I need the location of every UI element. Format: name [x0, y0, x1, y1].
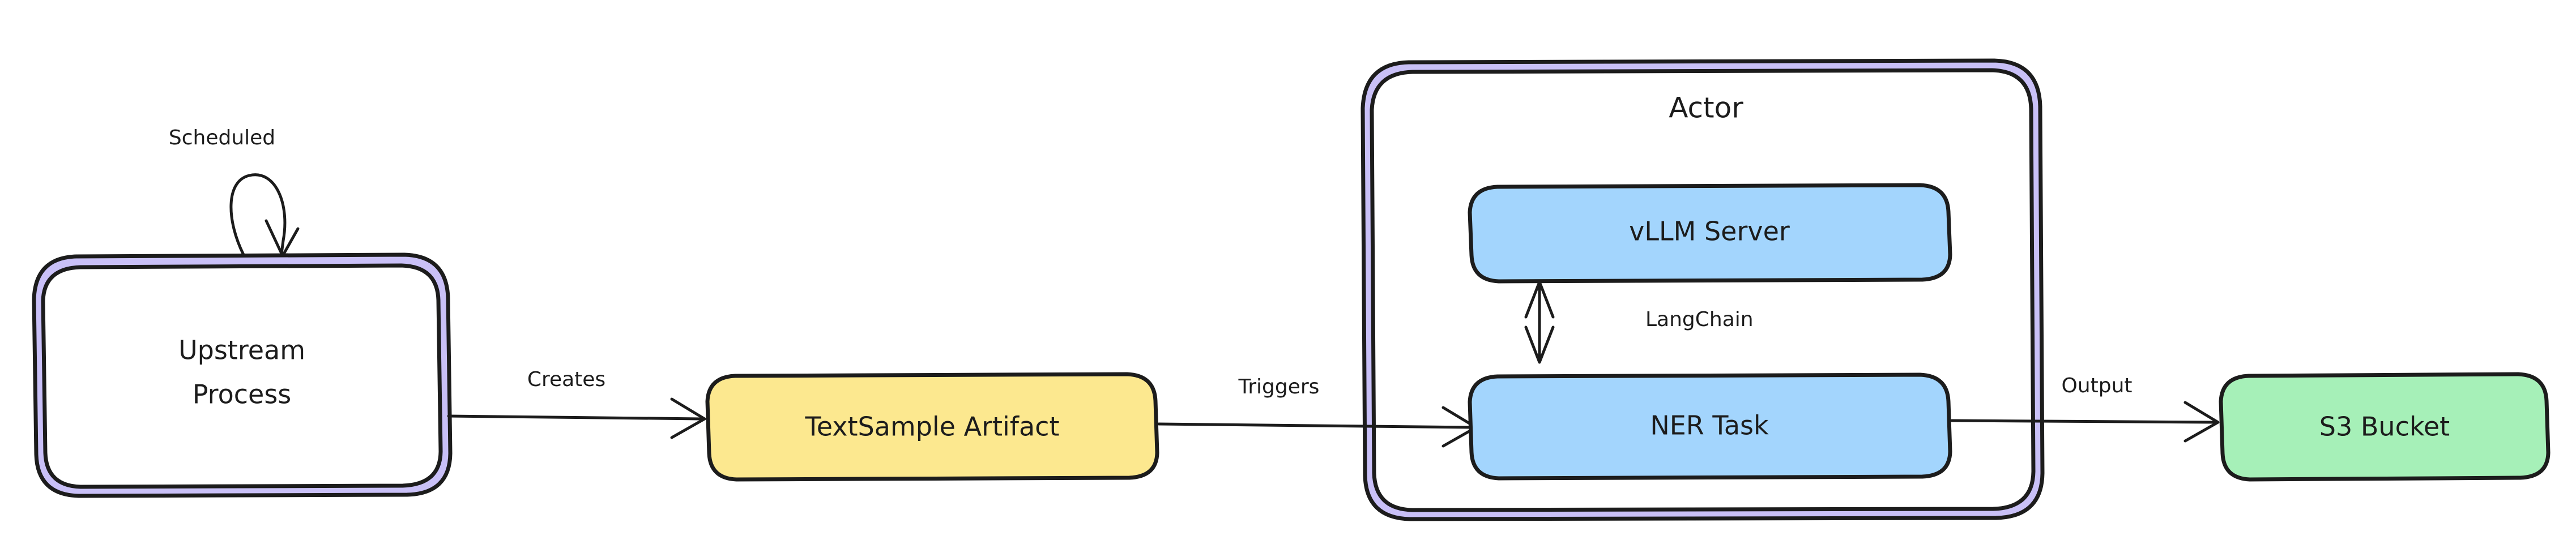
node-artifact-shape — [705, 372, 1159, 482]
edge-langchain-label: LangChain — [1645, 308, 1754, 331]
edge-langchain-arrowhead-down — [1524, 325, 1555, 364]
node-s3-label: S3 Bucket — [2319, 412, 2450, 442]
edge-triggers-label: Triggers — [1238, 375, 1320, 399]
node-vllm-server[interactable]: vLLM Server — [1468, 183, 1952, 284]
cluster-actor-purple-band — [1363, 61, 2042, 519]
node-ner-shape — [1468, 372, 1952, 481]
node-textsample-artifact[interactable]: TextSample Artifact — [705, 372, 1159, 482]
node-upstream-purple-band — [34, 255, 450, 496]
edge-output-label: Output — [2061, 374, 2132, 397]
node-s3-bucket[interactable]: S3 Bucket — [2219, 372, 2551, 482]
node-upstream-label-line2: Process — [193, 379, 292, 410]
cluster-actor-outer-stroke — [1360, 58, 2045, 521]
edge-langchain[interactable]: LangChain — [1524, 280, 1754, 364]
edge-creates-label: Creates — [527, 368, 605, 391]
edge-langchain-arrowhead-up — [1524, 280, 1555, 319]
edge-output-path — [1950, 419, 2216, 424]
node-vllm-shape — [1468, 183, 1952, 284]
edge-creates[interactable]: Creates — [447, 368, 706, 439]
node-upstream-outer-stroke — [32, 252, 453, 498]
edge-scheduled-label: Scheduled — [169, 126, 275, 149]
edge-creates-path — [447, 414, 703, 421]
edge-scheduled-path — [229, 173, 287, 256]
node-artifact-label: TextSample Artifact — [804, 412, 1059, 442]
cluster-actor-title: Actor — [1669, 92, 1743, 125]
edge-scheduled[interactable]: Scheduled — [169, 126, 300, 258]
node-vllm-label: vLLM Server — [1629, 216, 1790, 247]
node-ner-task[interactable]: NER Task — [1468, 372, 1952, 481]
node-upstream-label-line1: Upstream — [178, 335, 305, 366]
node-upstream-process[interactable]: Upstream Process — [32, 252, 453, 498]
edge-triggers[interactable]: Triggers — [1157, 375, 1478, 448]
edge-triggers-path — [1157, 422, 1474, 429]
edge-output-arrowhead — [2183, 401, 2220, 443]
node-ner-label: NER Task — [1650, 410, 1769, 441]
edge-output[interactable]: Output — [1950, 374, 2220, 443]
node-s3-shape — [2219, 372, 2551, 482]
edge-creates-arrowhead — [670, 397, 706, 439]
cluster-actor-inner-stroke — [1370, 68, 2036, 512]
node-upstream-inner-stroke — [41, 263, 443, 489]
node-upstream-background — [39, 260, 445, 491]
